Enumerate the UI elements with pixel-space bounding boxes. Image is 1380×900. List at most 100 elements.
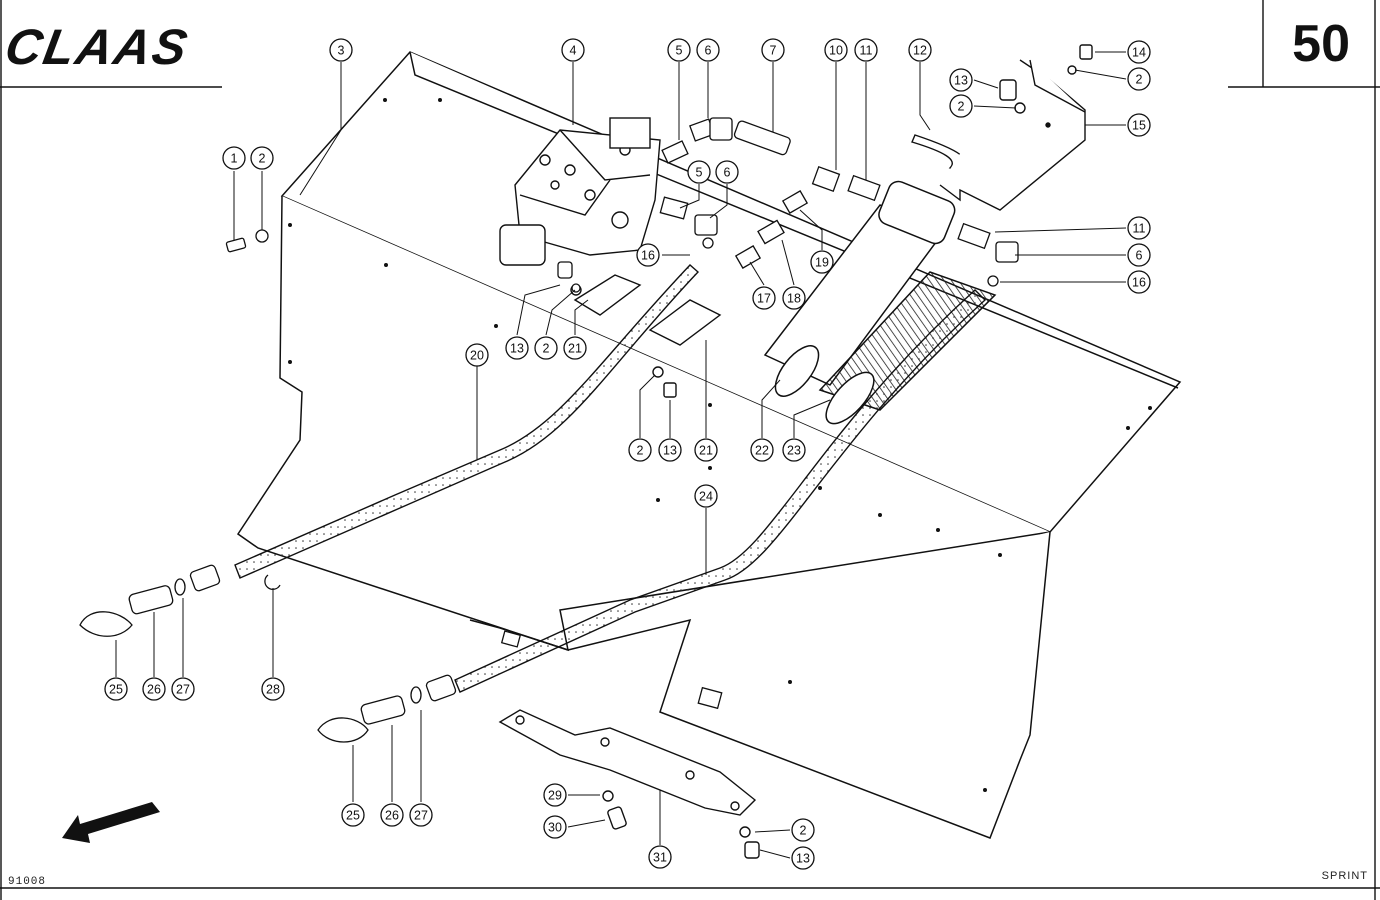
callout-number: 25 bbox=[109, 683, 123, 697]
callout-number: 25 bbox=[346, 809, 360, 823]
callout-circle bbox=[1127, 216, 1151, 240]
callout-23: 23 bbox=[782, 438, 806, 462]
callout-circle bbox=[543, 815, 567, 839]
callout-circle bbox=[636, 243, 660, 267]
leader-lines bbox=[115, 51, 1127, 859]
control-valve-block bbox=[499, 117, 661, 266]
callout-20: 20 bbox=[465, 343, 489, 367]
callout-circle bbox=[534, 336, 558, 360]
callout-circle bbox=[380, 803, 404, 827]
callout-number: 27 bbox=[176, 683, 190, 697]
callout-number: 21 bbox=[568, 342, 582, 356]
callout-circle bbox=[761, 38, 785, 62]
callout-circle bbox=[1127, 270, 1151, 294]
callout-circle bbox=[854, 38, 878, 62]
callout-27: 27 bbox=[409, 803, 433, 827]
filter-assembly bbox=[763, 180, 997, 425]
callout-number: 2 bbox=[637, 444, 644, 458]
callout-circle bbox=[648, 845, 672, 869]
callout-1: 1 bbox=[222, 146, 246, 170]
callout-number: 13 bbox=[954, 74, 968, 88]
callout-13: 13 bbox=[949, 68, 973, 92]
callout-4: 4 bbox=[561, 38, 585, 62]
callout-16: 16 bbox=[1127, 270, 1151, 294]
callout-22: 22 bbox=[750, 438, 774, 462]
callout-25: 25 bbox=[104, 677, 128, 701]
mounting-straps bbox=[570, 274, 722, 398]
callout-27: 27 bbox=[171, 677, 195, 701]
callout-26: 26 bbox=[380, 803, 404, 827]
callout-7: 7 bbox=[761, 38, 785, 62]
quick-couplings bbox=[79, 564, 457, 743]
callout-circle bbox=[791, 846, 815, 870]
callout-circle bbox=[142, 677, 166, 701]
callout-5: 5 bbox=[687, 160, 711, 184]
callout-number: 20 bbox=[470, 349, 484, 363]
callout-16: 16 bbox=[636, 243, 660, 267]
housing-holes bbox=[288, 98, 1152, 792]
callout-circle bbox=[563, 336, 587, 360]
callout-21: 21 bbox=[694, 438, 718, 462]
callout-24: 24 bbox=[694, 484, 718, 508]
callout-number: 29 bbox=[548, 789, 562, 803]
callout-19: 19 bbox=[810, 250, 834, 274]
callout-number: 15 bbox=[1132, 119, 1146, 133]
callout-12: 12 bbox=[908, 38, 932, 62]
callout-circle bbox=[250, 146, 274, 170]
hydraulic-hoses bbox=[234, 264, 987, 693]
callout-number: 13 bbox=[663, 444, 677, 458]
callout-17: 17 bbox=[752, 286, 776, 310]
callout-number: 4 bbox=[570, 44, 577, 58]
callout-26: 26 bbox=[142, 677, 166, 701]
callout-number: 16 bbox=[641, 249, 655, 263]
bolts-washers bbox=[225, 229, 723, 710]
callout-circle bbox=[1127, 40, 1151, 64]
callout-number: 6 bbox=[724, 166, 731, 180]
callout-circle bbox=[261, 677, 285, 701]
callout-number: 6 bbox=[705, 44, 712, 58]
callout-10: 10 bbox=[824, 38, 848, 62]
callout-number: 28 bbox=[266, 683, 280, 697]
callout-2: 2 bbox=[1127, 67, 1151, 91]
callout-number: 2 bbox=[958, 100, 965, 114]
callout-circle bbox=[1127, 113, 1151, 137]
callout-number: 6 bbox=[1136, 249, 1143, 263]
callout-circle bbox=[409, 803, 433, 827]
callout-number: 11 bbox=[860, 44, 873, 58]
callout-number: 2 bbox=[259, 152, 266, 166]
callout-number: 30 bbox=[548, 821, 562, 835]
callout-circle bbox=[687, 160, 711, 184]
callout-11: 11 bbox=[1127, 216, 1151, 240]
drawing-code: 91008 bbox=[8, 876, 47, 888]
callout-number: 3 bbox=[338, 44, 345, 58]
callout-13: 13 bbox=[505, 336, 529, 360]
callout-29: 29 bbox=[543, 783, 567, 807]
callout-31: 31 bbox=[648, 845, 672, 869]
callout-circle bbox=[628, 438, 652, 462]
callout-circle bbox=[561, 38, 585, 62]
callout-number: 13 bbox=[510, 342, 524, 356]
page-number: 50 bbox=[1292, 15, 1350, 73]
callout-circle bbox=[1127, 67, 1151, 91]
callout-circle bbox=[1127, 243, 1151, 267]
callout-28: 28 bbox=[261, 677, 285, 701]
callout-circle bbox=[329, 38, 353, 62]
callout-number: 2 bbox=[1136, 73, 1143, 87]
callout-number: 10 bbox=[829, 44, 843, 58]
callout-number: 13 bbox=[796, 852, 810, 866]
callout-30: 30 bbox=[543, 815, 567, 839]
callout-2: 2 bbox=[791, 818, 815, 842]
callout-circle bbox=[694, 438, 718, 462]
callout-number: 2 bbox=[543, 342, 550, 356]
callout-2: 2 bbox=[534, 336, 558, 360]
callout-number: 26 bbox=[385, 809, 399, 823]
callout-number: 14 bbox=[1132, 46, 1146, 60]
direction-arrow-icon bbox=[62, 802, 160, 843]
callout-number: 26 bbox=[147, 683, 161, 697]
callout-number: 22 bbox=[755, 444, 769, 458]
callout-6: 6 bbox=[696, 38, 720, 62]
callout-number: 23 bbox=[787, 444, 801, 458]
